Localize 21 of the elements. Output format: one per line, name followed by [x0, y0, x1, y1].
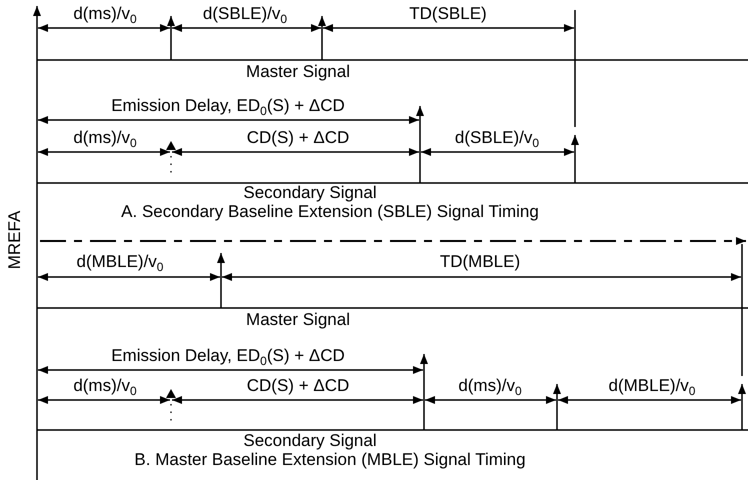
timing-label: d(ms)/v$_{0}$ — [73, 376, 137, 396]
signal-label: Master Signal — [246, 310, 350, 330]
timing-label: Emission Delay, ED$_{0}$(S) + ΔCD — [111, 346, 345, 366]
signal-label: Secondary Signal — [243, 183, 377, 203]
timing-label: TD(SBLE) — [409, 4, 487, 24]
timing-label: CD(S) + ΔCD — [246, 128, 350, 148]
section-caption: B. Master Baseline Extension (MBLE) Signal Timing — [134, 450, 526, 470]
section-caption: A. Secondary Baseline Extension (SBLE) Signal Timing — [121, 202, 539, 222]
timing-label: d(MBLE)/v$_{0}$ — [608, 376, 696, 396]
timing-label: d(SBLE)/v$_{0}$ — [202, 4, 288, 24]
timing-label: Emission Delay, ED$_{0}$(S) + ΔCD — [111, 96, 345, 116]
timing-label: CD(S) + ΔCD — [246, 376, 350, 396]
timing-label: TD(MBLE) — [440, 252, 520, 272]
timing-label: d(ms)/v$_{0}$ — [458, 376, 522, 396]
timing-label: d(MBLE)/v$_{0}$ — [76, 252, 164, 272]
signal-label: Master Signal — [246, 62, 350, 82]
axis-label: MREFA — [5, 210, 25, 270]
timing-label: d(ms)/v$_{0}$ — [73, 128, 137, 148]
timing-label: d(ms)/v$_{0}$ — [73, 4, 137, 24]
timing-label: d(SBLE)/v$_{0}$ — [454, 128, 540, 148]
signal-label: Secondary Signal — [243, 431, 377, 451]
